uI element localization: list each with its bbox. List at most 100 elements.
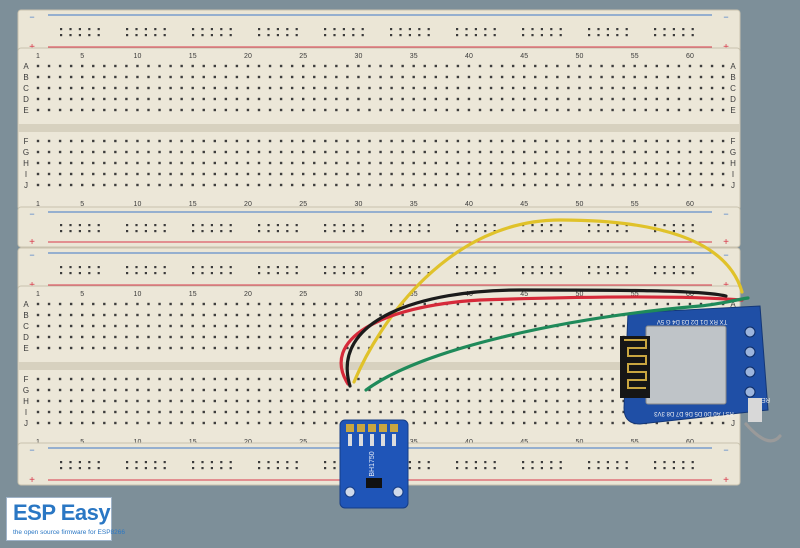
rail-holes [60,266,694,275]
row-letter: J [731,419,735,428]
rail-plus-label: + [723,237,729,248]
black-wire [345,288,728,388]
column-number: 10 [134,291,142,298]
row-letter: G [23,386,29,395]
row-letter: J [24,181,28,190]
row-letter: F [24,137,29,146]
esp-easy-logo: ESP Easy the open source firmware for ES… [6,497,125,541]
rail-plus-label: + [723,475,729,486]
breadboard-stack: −+−+115510101515202025253030353540404545… [17,9,741,486]
column-number: 40 [465,201,473,208]
row-letter: H [730,159,736,168]
rail-minus-label: − [29,445,34,455]
row-letter: B [23,73,28,82]
column-number: 5 [80,53,84,60]
column-number: 35 [410,291,418,298]
row-letter: A [23,300,29,309]
bh1750-sensor: BH1750 [339,419,409,509]
row-letter: G [23,148,29,157]
column-number: 10 [134,53,142,60]
grey-wire [744,422,782,443]
column-number: 15 [189,201,197,208]
column-number: 50 [576,53,584,60]
row-letter: D [23,95,29,104]
module-pad [744,346,756,358]
row-letter: C [23,322,29,331]
row-letter: I [25,408,27,417]
column-number: 60 [686,201,694,208]
row-letter: C [23,84,29,93]
mount-hole [392,486,404,498]
sensor-pin [379,424,387,432]
column-number: 1 [36,201,40,208]
mount-hole [344,486,356,498]
row-letter: A [730,62,736,71]
row-letter: E [730,106,735,115]
row-letter: A [730,300,736,309]
column-number: 50 [576,291,584,298]
sensor-pin-leg [392,434,396,446]
rail-minus-label: − [29,12,34,22]
rail-minus-label: − [723,209,728,219]
sensor-pin [357,424,365,432]
column-number: 25 [299,53,307,60]
row-letter: J [24,419,28,428]
row-letter: E [23,344,28,353]
column-number: 15 [189,53,197,60]
column-number: 1 [36,291,40,298]
terminal-strip: 1155101015152020252530303535404045455050… [17,47,741,211]
row-letter: D [730,95,736,104]
center-channel [18,124,740,132]
row-letter: J [731,181,735,190]
column-number: 40 [465,291,473,298]
rail-minus-label: − [29,209,34,219]
sensor-pin-leg [348,434,352,446]
row-letter: F [24,375,29,384]
power-rail: −+−+ [17,247,741,291]
row-letter: I [732,170,734,179]
power-rail: − + − + [17,206,741,248]
rail-holes [60,224,694,233]
row-letter: A [23,62,29,71]
column-number: 30 [355,201,363,208]
module-pad [744,326,756,338]
module-pad [744,366,756,378]
column-number: 45 [520,291,528,298]
rail-plus-label: + [29,475,35,486]
column-number: 50 [576,201,584,208]
terminal-holes [36,64,725,187]
column-number: 10 [134,201,142,208]
column-number: 30 [355,291,363,298]
antenna-trace [624,339,647,389]
column-number: 55 [631,201,639,208]
column-number: 5 [80,201,84,208]
red-wire [339,295,744,386]
sensor-pin-leg [370,434,374,446]
row-letter: H [23,397,29,406]
row-letter: I [25,170,27,179]
column-number: 25 [299,201,307,208]
column-number: 25 [299,291,307,298]
rail-plus-label: + [29,237,35,248]
rail-holes [60,28,694,37]
column-number: 45 [520,201,528,208]
rail-minus-label: − [723,12,728,22]
column-number: 30 [355,53,363,60]
column-number: 15 [189,291,197,298]
green-wire [364,296,750,392]
yellow-wire [352,218,744,384]
jumper-wires [339,218,782,443]
column-number: 55 [631,291,639,298]
power-rail: −+−+ [17,9,741,53]
module-pin-labels: RST A0 D0 D5 D6 D7 D8 3V3 [654,410,734,416]
sensor-pin [368,424,376,432]
column-number: 60 [686,291,694,298]
column-number: 20 [244,201,252,208]
column-number: 5 [80,291,84,298]
column-number: 45 [520,53,528,60]
logo-title: ESP Easy [13,500,111,525]
center-channel [18,362,740,370]
light-sensor-chip [366,478,382,488]
